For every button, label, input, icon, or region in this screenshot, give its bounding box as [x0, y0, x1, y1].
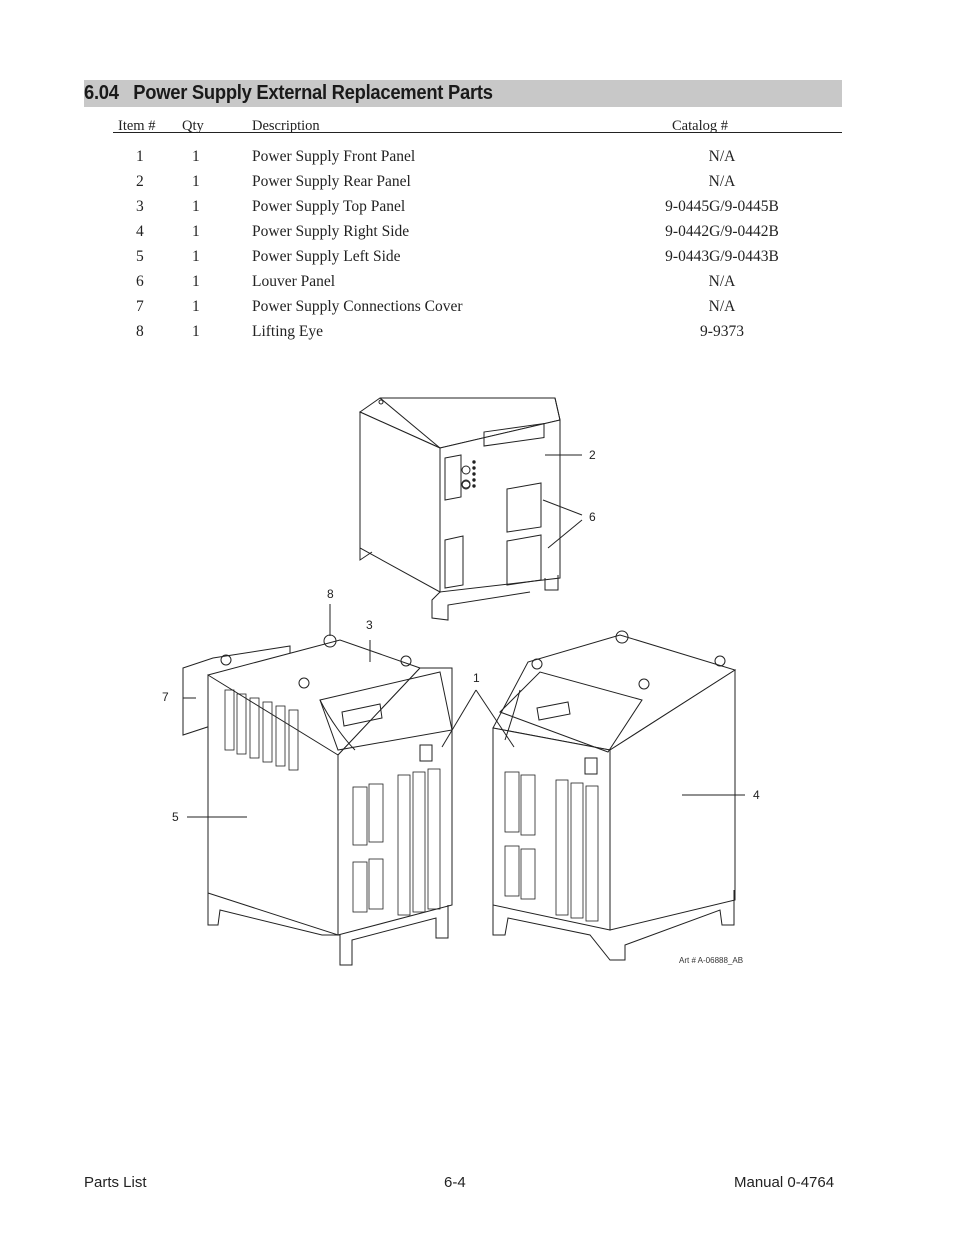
- quantity: 1: [192, 223, 200, 240]
- quantity: 1: [192, 298, 200, 315]
- section-title-text: Power Supply External Replacement Parts: [133, 82, 493, 104]
- catalog-number: 9-0443G/9-0443B: [665, 248, 779, 265]
- section-title: 6.04 Power Supply External Replacement P…: [84, 80, 493, 107]
- quantity: 1: [192, 198, 200, 215]
- front-right-unit: [492, 630, 737, 961]
- column-header-description: Description: [252, 118, 320, 134]
- catalog-number: N/A: [708, 273, 736, 290]
- item-number: 5: [136, 248, 144, 265]
- callout-3: 3: [366, 618, 373, 632]
- description: Power Supply Front Panel: [252, 148, 416, 165]
- description: Power Supply Connections Cover: [252, 298, 463, 315]
- column-header-item: Item #: [118, 118, 156, 134]
- footer-manual-number: Manual 0-4764: [734, 1174, 835, 1191]
- column-header-catalog: Catalog #: [672, 118, 728, 134]
- item-number: 7: [136, 298, 144, 315]
- item-number: 6: [136, 273, 144, 290]
- quantity: 1: [192, 323, 200, 340]
- rear-view-unit: [358, 397, 561, 621]
- art-number: Art # A-06888_AB: [679, 956, 744, 965]
- section-number: 6.04: [84, 82, 119, 104]
- item-number: 3: [136, 198, 144, 215]
- table-row: 6 1 Louver Panel N/A: [0, 273, 954, 298]
- callout-6: 6: [589, 510, 596, 524]
- catalog-number: 9-9373: [700, 323, 744, 340]
- quantity: 1: [192, 248, 200, 265]
- callout-5: 5: [172, 810, 179, 824]
- quantity: 1: [192, 148, 200, 165]
- description: Power Supply Right Side: [252, 223, 410, 240]
- item-number: 4: [136, 223, 144, 240]
- description: Power Supply Rear Panel: [252, 173, 411, 190]
- catalog-number: N/A: [708, 148, 736, 165]
- callout-leaders: [183, 454, 745, 818]
- description: Power Supply Top Panel: [252, 198, 406, 215]
- catalog-number: N/A: [708, 173, 736, 190]
- power-supply-exploded-illustration: [182, 397, 745, 966]
- callout-2: 2: [589, 448, 596, 462]
- table-row: 8 1 Lifting Eye 9-9373: [0, 323, 954, 348]
- catalog-number: N/A: [708, 298, 736, 315]
- column-header-qty: Qty: [182, 118, 204, 134]
- section-header-bar: [84, 80, 842, 107]
- callout-7: 7: [162, 690, 169, 704]
- table-row: 1 1 Power Supply Front Panel N/A: [0, 148, 954, 173]
- catalog-number: 9-0445G/9-0445B: [665, 198, 779, 215]
- callout-1: 1: [473, 671, 480, 685]
- footer-left: Parts List: [84, 1174, 147, 1191]
- callout-8: 8: [327, 587, 334, 601]
- quantity: 1: [192, 173, 200, 190]
- table-row: 7 1 Power Supply Connections Cover N/A: [0, 298, 954, 323]
- catalog-number: 9-0442G/9-0442B: [665, 223, 779, 240]
- header-rule: [113, 132, 842, 133]
- table-row: 4 1 Power Supply Right Side 9-0442G/9-04…: [0, 223, 954, 248]
- description: Power Supply Left Side: [252, 248, 401, 265]
- table-row: 5 1 Power Supply Left Side 9-0443G/9-044…: [0, 248, 954, 273]
- item-number: 1: [136, 148, 144, 165]
- item-number: 2: [136, 173, 144, 190]
- callout-4: 4: [753, 788, 760, 802]
- description: Lifting Eye: [252, 323, 324, 340]
- front-left-unit: [182, 634, 453, 966]
- description: Louver Panel: [252, 273, 336, 290]
- table-row: 2 1 Power Supply Rear Panel N/A: [0, 173, 954, 198]
- item-number: 8: [136, 323, 144, 340]
- table-row: 3 1 Power Supply Top Panel 9-0445G/9-044…: [0, 198, 954, 223]
- footer-page-number: 6-4: [444, 1174, 466, 1191]
- quantity: 1: [192, 273, 200, 290]
